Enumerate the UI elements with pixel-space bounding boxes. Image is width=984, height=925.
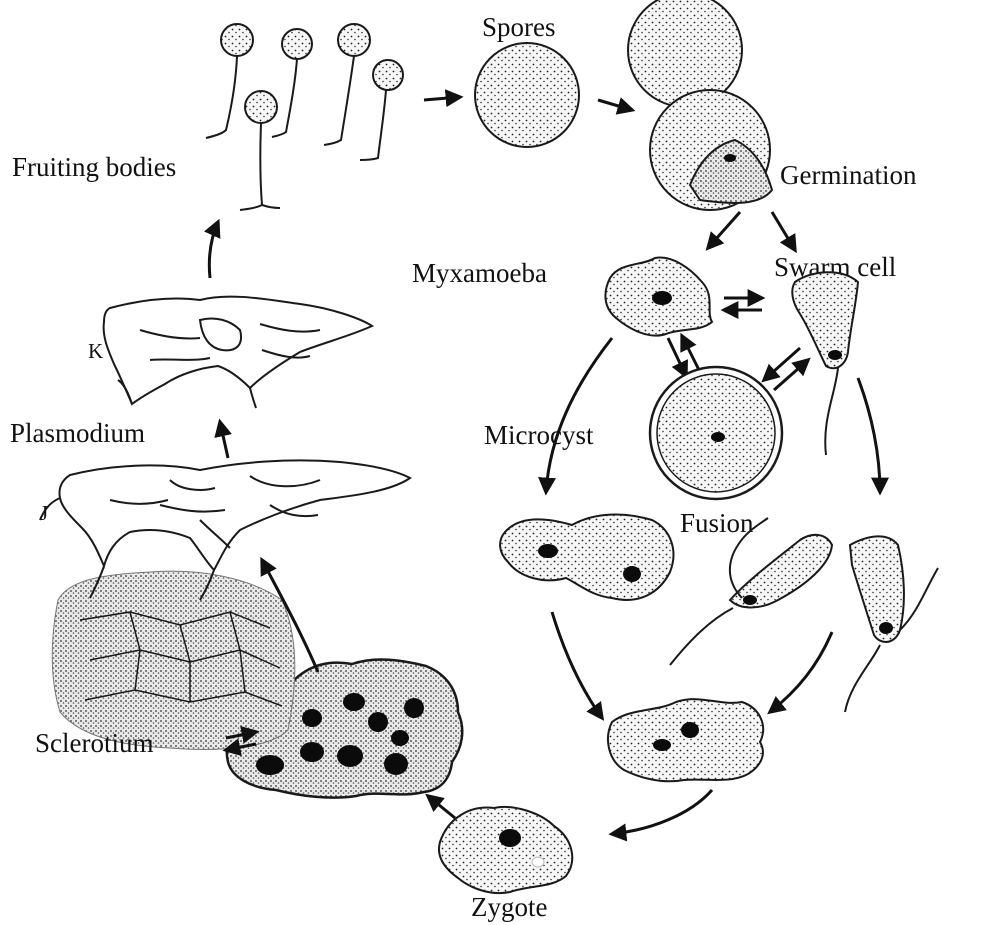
zygote-cell <box>439 807 572 893</box>
spores-label: Spores <box>482 12 556 42</box>
arrow-fused-to-zygote <box>612 790 712 834</box>
germination-label: Germination <box>780 160 917 190</box>
germinating-spore <box>650 90 772 210</box>
fruiting-bodies-illustration <box>206 24 403 210</box>
myxamoeba-label: Myxamoeba <box>412 258 547 288</box>
arrow-microcyst-to-myxamoeba <box>682 336 700 372</box>
arrow-network-k-to-fruiting <box>209 222 218 278</box>
arrow-germination-to-swarm-cell <box>772 212 795 250</box>
arrow-fruiting-to-spores <box>424 97 460 100</box>
sclerotium-label: Sclerotium <box>35 728 153 758</box>
sclerotium-mass <box>52 571 295 749</box>
zygote-label: Zygote <box>471 892 547 922</box>
fused-cell <box>608 699 763 781</box>
arrow-myxamoeba-to-fusion <box>546 338 612 492</box>
arrow-swarm-to-microcyst <box>764 348 800 380</box>
fusing-myxamoebae <box>500 515 673 600</box>
fruiting-body <box>206 24 253 138</box>
fruiting-body <box>240 91 280 210</box>
spore <box>475 43 579 147</box>
fruiting-body <box>324 24 370 145</box>
plasmodium-label: Plasmodium <box>10 418 145 448</box>
microcyst <box>650 367 782 499</box>
arrow-microcyst-to-swarm <box>774 360 808 390</box>
arrow-swarm-to-fusion <box>858 378 880 492</box>
arrow-germination-to-myxamoeba <box>708 212 740 248</box>
microcyst-label: Microcyst <box>484 420 594 450</box>
stage-k-label: K <box>88 339 103 363</box>
fruiting-body <box>272 29 312 137</box>
arrow-network-j-to-k <box>220 422 228 458</box>
plasmodium-network-k <box>104 297 372 408</box>
fusing-swarm-cells <box>670 518 938 712</box>
myxamoeba-cell <box>605 258 712 336</box>
fruiting-bodies-label: Fruiting bodies <box>12 152 176 182</box>
stage-j-label: J <box>40 501 48 525</box>
arrow-myxamoeba-to-microcyst <box>668 338 686 376</box>
fruiting-body <box>360 60 403 160</box>
fusion-label: Fusion <box>680 508 754 538</box>
arrow-fusion-amoebae-to-fused <box>552 612 602 718</box>
arrow-fusion-swarm-to-fused <box>770 632 832 712</box>
arrow-spores-to-germination <box>598 100 632 110</box>
arrow-zygote-to-plasmodium <box>428 796 455 818</box>
